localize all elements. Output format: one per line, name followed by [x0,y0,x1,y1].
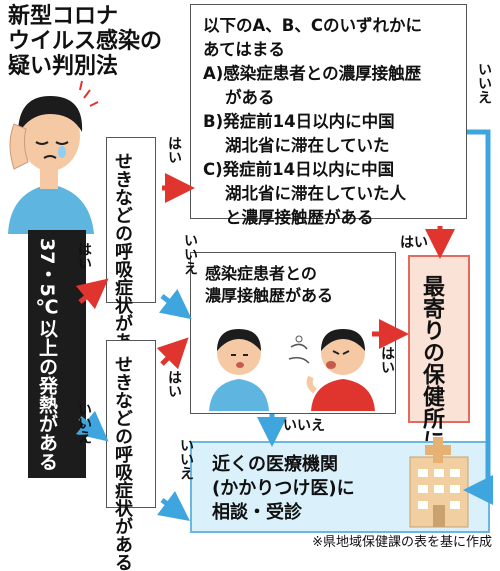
contact-line-2: 濃厚接触歴がある [205,286,334,305]
title-line-3: 疑い判別法 [8,54,119,79]
condition-line-4: がある [225,88,275,107]
condition-box: 以下のA、B、Cのいずれかに あてはまる A)感染症患者との濃厚接触歴 がある … [190,4,467,227]
title-line-1: 新型コロナ [8,4,119,29]
condition-line-2: あてはまる [203,40,285,59]
condition-line-9: と濃厚接触歴がある [225,208,374,227]
condition-line-7: C)発症前14日以内に中国 [203,160,395,179]
cough-box-bottom: せきなどの呼吸症状がある [106,340,156,571]
label-cond-no: いいえ [476,62,492,104]
contact-box: 感染症患者との 濃厚接触歴がある [190,252,396,414]
clinic-line-2: (かかりつけ医)に [212,478,355,499]
label-cough2-yes: はい [166,370,182,398]
contact-line-1: 感染症患者との [205,264,317,283]
condition-line-8: 湖北省に滞在していた人 [225,184,407,203]
clinic-box: 近くの医療機関 (かかりつけ医)に 相談・受診 [190,437,490,533]
arrow-cond-no [467,129,491,492]
sick-person-icon [8,80,99,234]
hospital-building-icon [409,437,469,528]
arrow-fever-no [75,410,109,442]
label-contact-yes: はい [379,346,395,374]
cough-box-top: せきなどの呼吸症状がある [106,137,156,368]
clinic-line-3: 相談・受診 [212,502,302,523]
arrow-cough2-yes [156,337,189,370]
label-cough1-no: いいえ [182,233,198,275]
cough-bottom-label: せきなどの呼吸症状がある [112,355,133,571]
arrow-cough2-no [157,491,190,521]
label-cough2-no: いいえ [178,438,194,480]
condition-line-5: B)発症前14日以内に中国 [203,112,395,131]
condition-line-3: A)感染症患者との濃厚接触歴 [203,64,422,83]
label-cough1-yes: はい [166,136,182,164]
condition-line-1: 以下のA、B、Cのいずれかに [203,16,422,35]
fever-label: 37・5℃以上の発熱がある [36,238,58,471]
clinic-text: 近くの医療機関 (かかりつけ医)に 相談・受診 [212,453,355,525]
arrow-fever-yes [75,278,109,310]
contact-text: 感染症患者との 濃厚接触歴がある [205,263,333,307]
label-fever-yes: はい [76,242,92,270]
label-fever-no: いいえ [76,402,92,444]
clinic-line-1: 近くの医療機関 [212,454,338,475]
label-contact-no: いいえ [283,418,325,434]
condition-line-6: 湖北省に滞在していた [225,136,390,155]
page-title: 新型コロナ ウイルス感染の 疑い判別法 [8,4,183,79]
flow-arrows [75,129,493,521]
title-line-2: ウイルス感染の [8,29,163,54]
arrow-cough1-no [158,288,192,320]
footnote: ※県地域保健課の表を基に作成 [312,535,492,550]
cough-top-label: せきなどの呼吸症状がある [112,152,133,368]
fever-box: 37・5℃以上の発熱がある [28,230,86,478]
coughing-pair-icon [209,329,375,411]
label-cond-yes: はい [400,235,428,251]
